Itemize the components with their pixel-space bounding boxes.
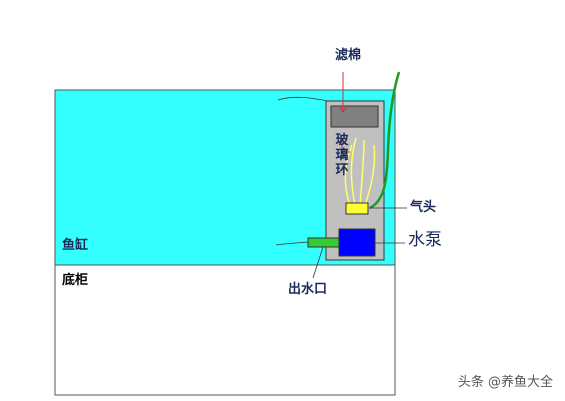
surface-flow-line (277, 96, 329, 102)
watermark: 头条 @养鱼大全 (457, 375, 553, 390)
glass-ring-label: 玻璃环 (335, 133, 349, 178)
air-tube (369, 71, 401, 210)
cabinet-label: 底柜 (62, 273, 89, 288)
flow-arrows (338, 72, 350, 153)
outlet-pipe (307, 237, 340, 248)
air-stone-label: 气头 (410, 200, 437, 215)
fish-tank-label: 鱼缸 (62, 238, 89, 253)
water-pump-label: 水泵 (408, 230, 442, 250)
outlet-pointer (312, 246, 324, 279)
outlet-label: 出水口 (288, 282, 328, 297)
cabinet-box (54, 264, 396, 396)
filter-cotton-label: 滤棉 (335, 48, 362, 63)
outlet-flow-line (275, 241, 309, 246)
water-pump (338, 228, 376, 257)
air-stone (345, 202, 369, 215)
filter-cotton-block (330, 105, 379, 128)
bubble-lines (344, 137, 376, 206)
